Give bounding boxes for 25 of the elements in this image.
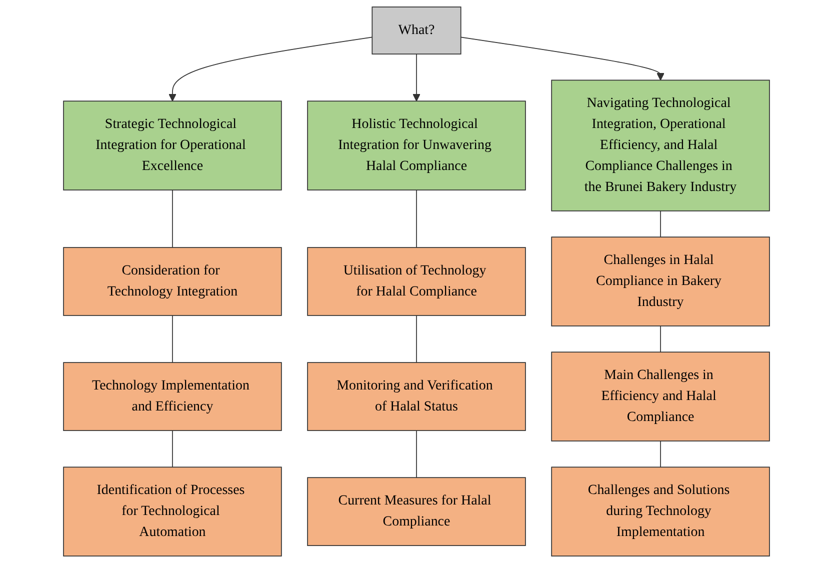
arrow	[412, 54, 420, 102]
node-box: Holistic Technological Integration for Unwavering Halal Compliance	[307, 100, 526, 190]
node-box: Challenges and Solutions during Technology Implementation	[551, 466, 770, 556]
connector	[416, 315, 417, 363]
node-box: Strategic Technological Integration for Operational Excellence	[63, 100, 282, 190]
node-box: Main Challenges in Efficiency and Halal Compliance	[551, 352, 770, 442]
connector	[416, 190, 417, 248]
node-box: Navigating Technological Integration, Operational Efficiency, and Halal Compliance Challenges in the Brunei Bakery Industry	[551, 80, 770, 212]
connector	[660, 440, 661, 468]
node-box: Challenges in Halal Compliance in Bakery Industry	[551, 236, 770, 326]
node-box: What?	[372, 6, 462, 54]
connector	[172, 430, 173, 468]
node-box: Current Measures for Halal Compliance	[307, 477, 526, 546]
connector	[172, 315, 173, 363]
node-box: Utilisation of Technology for Halal Compliance	[307, 247, 526, 316]
arrow	[460, 36, 664, 81]
connector	[172, 190, 173, 248]
node-box: Consideration for Technology Integration	[63, 247, 282, 316]
connector	[660, 210, 661, 238]
node-box: Technology Implementation and Efficiency	[63, 362, 282, 431]
connector	[660, 326, 661, 353]
node-box: Identification of Processes for Technological Automation	[63, 466, 282, 556]
arrow	[168, 36, 373, 102]
node-box: Monitoring and Verification of Halal Status	[307, 362, 526, 431]
connector	[416, 430, 417, 478]
